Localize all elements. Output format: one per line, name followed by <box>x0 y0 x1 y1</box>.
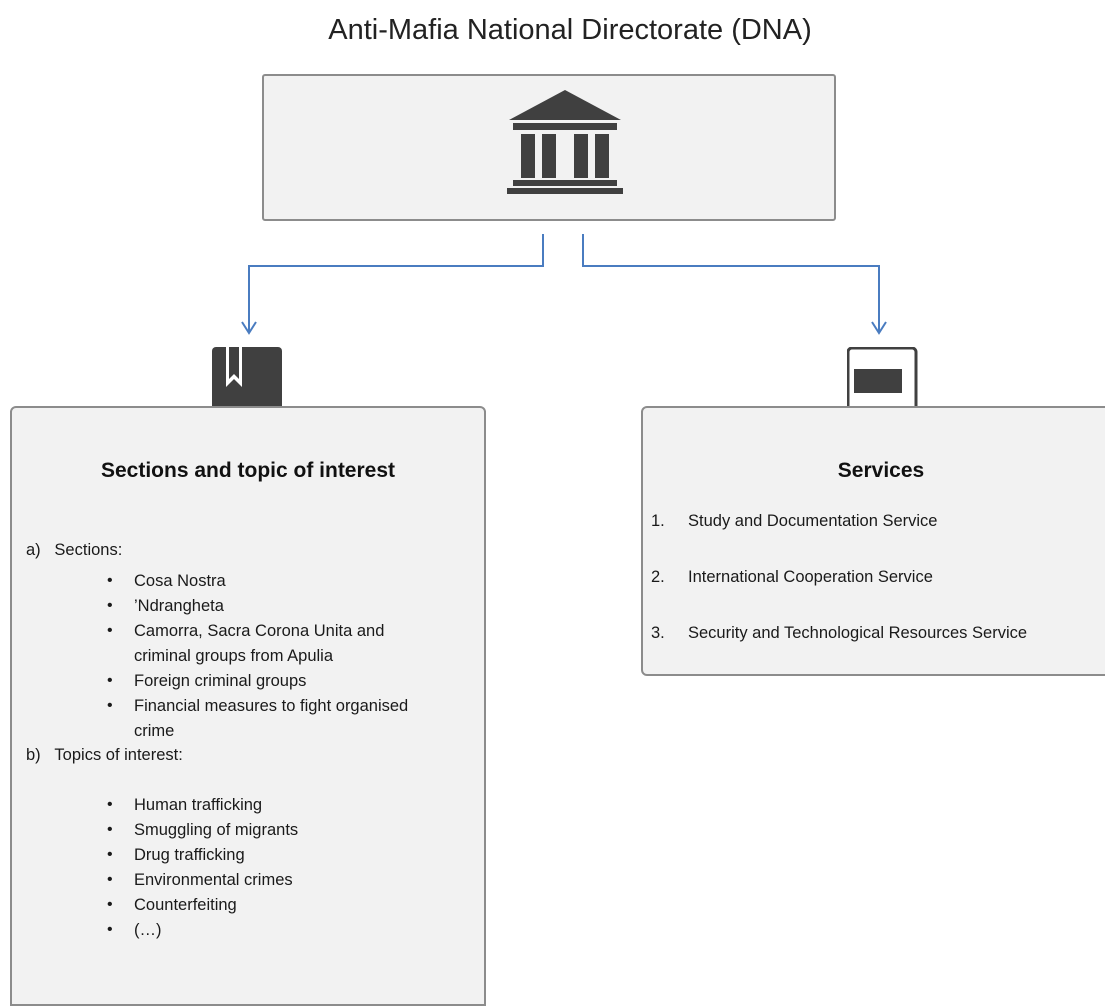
list-item: Drug trafficking <box>134 846 245 864</box>
topics-label: b) Topics of interest: <box>26 746 183 764</box>
connector-right <box>582 234 880 332</box>
bullet: • <box>107 597 113 614</box>
sections-label: a) Sections: <box>26 541 123 559</box>
list-item: Smuggling of migrants <box>134 821 299 839</box>
service-number: 2. <box>651 568 665 586</box>
arrowhead-left <box>241 321 257 335</box>
bullet: • <box>107 622 113 639</box>
bullet: • <box>107 921 113 938</box>
list-item: Foreign criminal groups <box>134 672 307 690</box>
list-item: Camorra, Sacra Corona Unita and <box>134 622 385 640</box>
list-item-continued: criminal groups from Apulia <box>134 647 333 665</box>
list-item: Cosa Nostra <box>134 572 226 590</box>
connector-left <box>248 234 544 332</box>
bullet: • <box>107 871 113 888</box>
connector-lines <box>241 234 887 335</box>
arrowhead-right <box>871 321 887 335</box>
service-item: Security and Technological Resources Ser… <box>688 624 1028 642</box>
diagram-title: Anti-Mafia National Directorate (DNA) <box>328 14 812 46</box>
list-item-continued: crime <box>134 722 175 740</box>
service-number: 1. <box>651 512 665 530</box>
courthouse-icon <box>507 90 623 194</box>
list-item: Environmental crimes <box>134 871 293 889</box>
list-item: Counterfeiting <box>134 896 237 914</box>
list-item: (…) <box>134 921 162 939</box>
bullet: • <box>107 697 113 714</box>
list-item: Financial measures to fight organised <box>134 697 409 715</box>
sections-heading: Sections and topic of interest <box>100 459 396 482</box>
list-item: ’Ndrangheta <box>134 597 224 615</box>
bullet: • <box>107 821 113 838</box>
bullet: • <box>107 672 113 689</box>
service-item: Study and Documentation Service <box>688 512 938 530</box>
services-heading: Services <box>837 459 925 482</box>
bullet: • <box>107 572 113 589</box>
services-box: Services 1. Study and Documentation Serv… <box>641 406 1105 676</box>
list-item: Human trafficking <box>134 796 263 814</box>
service-item: International Cooperation Service <box>688 568 933 586</box>
bullet: • <box>107 796 113 813</box>
directorate-box <box>262 74 836 221</box>
bullet: • <box>107 846 113 863</box>
bullet: • <box>107 896 113 913</box>
service-number: 3. <box>651 624 665 642</box>
sections-box: Sections and topic of interest a) Sectio… <box>10 406 486 1006</box>
